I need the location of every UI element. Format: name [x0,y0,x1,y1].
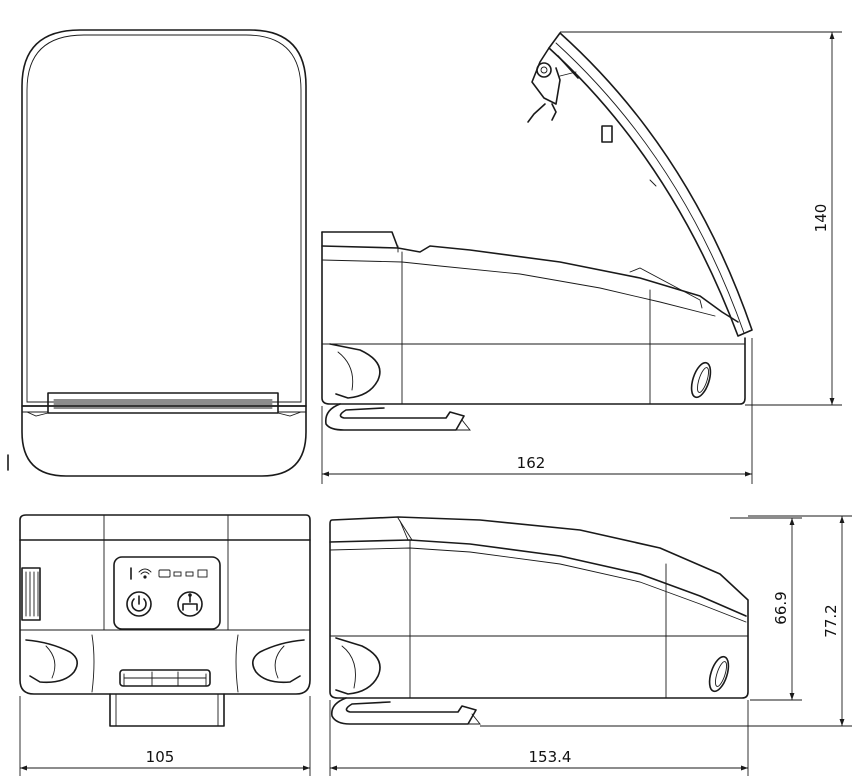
dim-width-open: 162 [321,338,753,484]
dim-depth-side: 153.4 [329,700,749,776]
dim-label-105: 105 [146,748,175,766]
top-view [7,29,307,477]
dim-height-open: 140 [560,31,842,406]
dim-width-front: 105 [19,696,311,776]
front-grip [119,669,211,687]
power-button[interactable] [126,591,152,617]
dim-height-outer: 77.2 [480,515,852,727]
dim-height-inner: 66.9 [730,517,802,701]
dim-label-77-2: 77.2 [822,604,840,637]
side-view-closed [329,516,749,725]
dim-label-162: 162 [517,454,546,472]
dim-label-66-9: 66.9 [772,591,790,624]
dim-label-153-4: 153.4 [529,748,572,766]
dim-label-140: 140 [812,204,830,233]
front-view [19,514,311,727]
paper-exit-slot [26,392,302,417]
side-view-open [321,32,753,431]
feed-button[interactable] [177,591,203,617]
control-panel [113,556,221,630]
side-port [21,567,41,621]
